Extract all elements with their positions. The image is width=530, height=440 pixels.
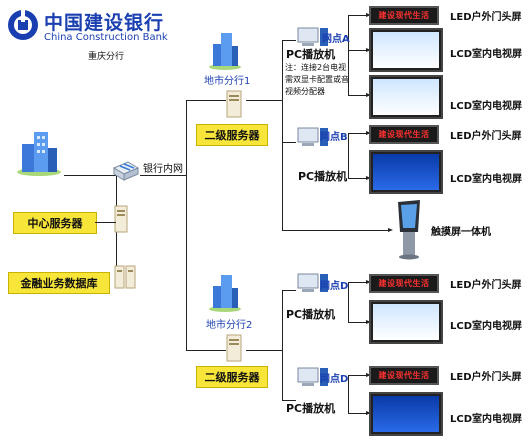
link-line [348, 13, 371, 17]
branch1-server: 二级服务器 [196, 124, 268, 146]
pc-d2-icon [296, 366, 330, 388]
branch2-server-icon [226, 334, 242, 362]
lcd-tv [369, 392, 443, 436]
link-line [186, 100, 187, 350]
pc-player-a: PC播放机 [286, 48, 336, 61]
link-line [186, 350, 226, 351]
lcd-tv [369, 300, 443, 344]
lcd-indoor-label: LCD室内电视屏 [450, 321, 523, 332]
link-line [348, 373, 371, 377]
pc-b-icon [296, 126, 330, 148]
led-outdoor-label: LED户外门头屏 [450, 12, 522, 23]
link-line [348, 280, 371, 284]
pc-d1-icon [296, 272, 330, 294]
lcd-tv [369, 150, 443, 194]
finance-database: 金融业务数据库 [8, 272, 110, 294]
led-outdoor-label: LED户外门头屏 [450, 372, 522, 383]
central-server-icon [114, 205, 128, 233]
bank-name-cn: 中国建设银行 [44, 12, 165, 34]
led-outdoor-label: LED户外门头屏 [450, 280, 522, 291]
link-line [348, 15, 349, 95]
led-sign-text: 建设现代生活 [378, 11, 430, 20]
led-sign: 建设现代生活 [369, 125, 439, 144]
led-sign-text: 建设现代生活 [378, 371, 430, 380]
link-line [64, 175, 116, 176]
link-line [282, 142, 296, 143]
touchscreen-kiosk-icon [394, 198, 424, 260]
link-line [348, 282, 349, 322]
led-outdoor-label: LED户外门头屏 [450, 131, 522, 142]
link-line [348, 48, 371, 52]
link-line [246, 100, 282, 101]
led-sign: 建设现代生活 [369, 274, 439, 293]
lcd-indoor-label: LCD室内电视屏 [450, 174, 523, 185]
hq-building-icon [16, 128, 62, 176]
led-sign-text: 建设现代生活 [378, 130, 430, 139]
ccb-logo [6, 8, 40, 42]
link-line [348, 320, 371, 324]
branch2-label: 地市分行2 [206, 320, 253, 331]
link-line [348, 133, 349, 178]
pc-player-b: PC播放机 [298, 170, 348, 183]
link-line [348, 93, 371, 97]
node-d1-label: 网点D [320, 281, 349, 292]
link-line [186, 100, 226, 101]
lcd-indoor-label: LCD室内电视屏 [450, 414, 523, 425]
branch-name: 重庆分行 [88, 52, 125, 62]
branch2-server: 二级服务器 [196, 366, 268, 388]
central-server: 中心服务器 [13, 212, 97, 234]
link-line [348, 375, 349, 413]
link-line [246, 350, 282, 351]
network-switch-icon [112, 160, 140, 182]
link-line [282, 290, 296, 291]
pc-player-d1: PC播放机 [286, 308, 336, 321]
node-a-label: 网点A [322, 34, 350, 45]
link-line [282, 228, 393, 232]
pc-player-d2: PC播放机 [286, 402, 336, 415]
branch2-building-icon [208, 272, 242, 312]
ccb-logo-icon [8, 10, 38, 40]
branch1-server-icon [226, 90, 242, 118]
link-line [282, 40, 283, 230]
dual-screen-note: 注：连接2台电视需双显卡配置或音视频分配器 [285, 63, 349, 96]
link-line [282, 400, 296, 401]
link-line [348, 411, 371, 415]
led-sign: 建设现代生活 [369, 6, 439, 25]
branch1-building-icon [208, 30, 242, 70]
link-line [282, 290, 283, 400]
node-d2-label: 网点D [320, 374, 349, 385]
lcd-tv [369, 75, 443, 119]
pc-a-icon [296, 26, 330, 48]
lcd-indoor-label: LCD室内电视屏 [450, 101, 523, 112]
led-sign: 建设现代生活 [369, 366, 439, 385]
led-sign-text: 建设现代生活 [378, 279, 430, 288]
lcd-tv [369, 28, 443, 72]
link-line [282, 40, 296, 41]
link-line [95, 222, 116, 223]
link-line [348, 176, 371, 180]
bank-name-en: China Construction Bank [44, 32, 168, 43]
link-line [140, 175, 186, 176]
link-line [348, 131, 371, 135]
kiosk-label: 触摸屏一体机 [431, 227, 491, 238]
database-server-icon [114, 264, 136, 290]
branch1-label: 地市分行1 [204, 76, 251, 87]
node-b-label: 网点B [320, 132, 348, 143]
lcd-indoor-label: LCD室内电视屏 [450, 49, 523, 60]
network-label: 银行内网 [143, 164, 183, 175]
